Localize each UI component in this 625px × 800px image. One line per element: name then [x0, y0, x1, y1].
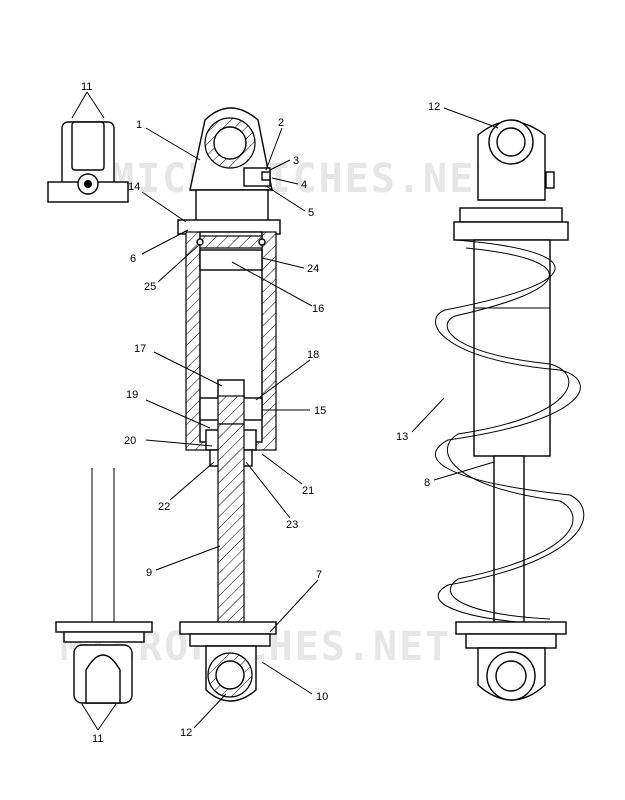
callout-9: 9	[146, 567, 152, 579]
callout-25: 25	[144, 281, 156, 293]
watermark-top: MICROFICHES.NET	[110, 156, 501, 202]
callout-7: 7	[316, 569, 322, 581]
callout-10: 10	[316, 691, 328, 703]
callout-16: 16	[312, 303, 324, 315]
shock-cross-section	[177, 107, 281, 702]
callout-12-bottom: 12	[180, 727, 192, 739]
bottom-eye-detail	[55, 468, 153, 731]
callout-20: 20	[124, 435, 136, 447]
shock-assembled-view	[434, 119, 585, 701]
callout-22: 22	[158, 501, 170, 513]
top-eye-detail	[47, 91, 129, 203]
callout-11-bottom: 11	[92, 733, 103, 745]
callout-2: 2	[278, 117, 284, 129]
callout-6: 6	[130, 253, 136, 265]
callout-1: 1	[136, 119, 142, 131]
callout-23: 23	[286, 519, 298, 531]
callout-5: 5	[308, 207, 314, 219]
callout-12-top: 12	[428, 101, 440, 113]
callout-11-top: 11	[81, 81, 92, 93]
callout-18: 18	[307, 349, 319, 361]
callout-19: 19	[126, 389, 138, 401]
callout-21: 21	[302, 485, 314, 497]
callout-14: 14	[128, 181, 140, 193]
callout-8: 8	[424, 477, 430, 489]
callout-17: 17	[134, 343, 146, 355]
callout-13: 13	[396, 431, 408, 443]
callout-24: 24	[307, 263, 319, 275]
callout-15: 15	[314, 405, 326, 417]
callout-4: 4	[301, 179, 307, 191]
callout-leaders	[141, 107, 499, 729]
callout-3: 3	[293, 155, 299, 167]
callout-labels: 11 1 2 3 4 5 14 6 25 24 16 17 18 19 15 2…	[81, 81, 440, 745]
